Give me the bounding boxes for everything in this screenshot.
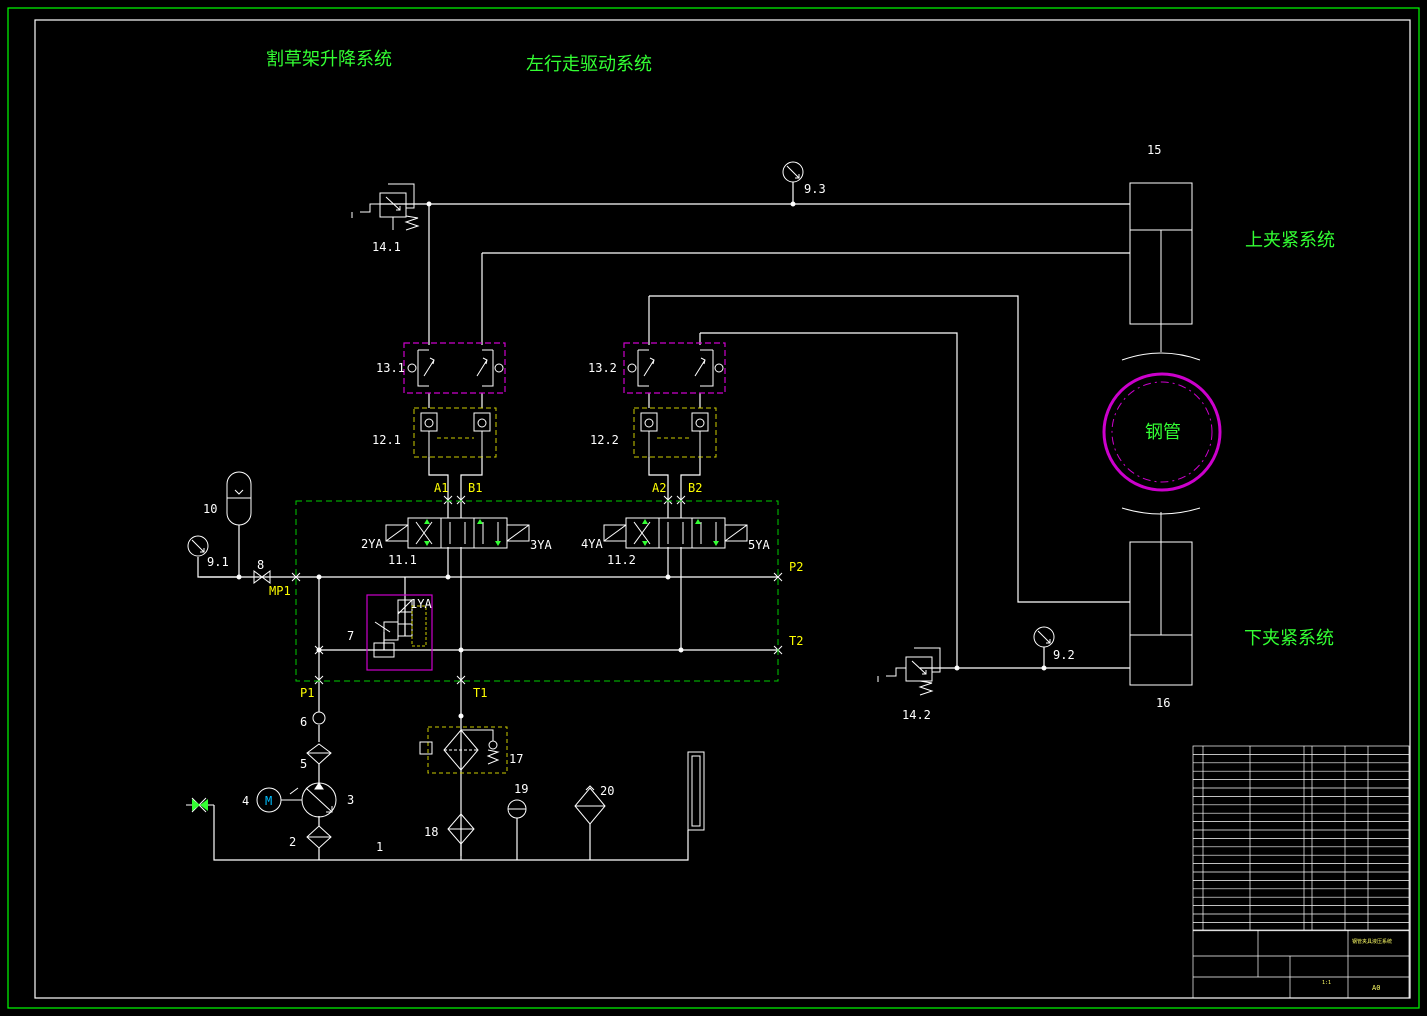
svg-text:T1: T1 (473, 686, 487, 700)
directional-valve-11-1 (385, 517, 530, 549)
cylinder-16 (1129, 512, 1193, 686)
throttle-valve-13-2 (623, 342, 726, 394)
outer-frame (7, 7, 1420, 1009)
sheet-size: A0 (1372, 984, 1380, 992)
throttle-valve-8 (253, 570, 271, 584)
svg-text:12.2: 12.2 (590, 433, 619, 447)
svg-text:P1: P1 (300, 686, 314, 700)
svg-text:13.1: 13.1 (376, 361, 405, 375)
thermometer-19 (507, 799, 527, 819)
valve-block-frame (295, 500, 779, 682)
svg-text:20: 20 (600, 784, 614, 798)
air-filter-20 (574, 785, 606, 825)
svg-text:5: 5 (300, 757, 307, 771)
svg-text:7: 7 (347, 629, 354, 643)
svg-text:8: 8 (257, 558, 264, 572)
pressure-gauge-9-3 (782, 161, 804, 183)
upper-jaw (1121, 352, 1201, 361)
svg-text:14.2: 14.2 (902, 708, 931, 722)
title-block (1192, 745, 1410, 999)
inner-frame (34, 19, 1411, 999)
directional-valve-11-2 (603, 517, 748, 549)
svg-text:11.1: 11.1 (388, 553, 417, 567)
steel-pipe (1102, 372, 1222, 492)
hydraulic-lock-12-1 (413, 407, 497, 458)
svg-text:15: 15 (1147, 143, 1161, 157)
svg-text:17: 17 (509, 752, 523, 766)
drawing-title: 钢管夹具液压系统 (1352, 938, 1392, 945)
svg-text:19: 19 (514, 782, 528, 796)
steel-pipe-label: 钢管 (1145, 422, 1181, 443)
svg-text:12.1: 12.1 (372, 433, 401, 447)
component-labels: 13.1 13.2 12.1 12.2 11.1 11.2 14.1 14.2 … (203, 143, 1170, 854)
svg-text:B2: B2 (688, 481, 702, 495)
svg-text:T2: T2 (789, 634, 803, 648)
pressure-gauge-9-1 (187, 535, 209, 557)
pressure-gauge-9-2 (1033, 626, 1055, 648)
relief-valve-14-1 (351, 183, 420, 231)
svg-text:11.2: 11.2 (607, 553, 636, 567)
svg-text:3YA: 3YA (530, 538, 552, 552)
svg-text:A1: A1 (434, 481, 448, 495)
svg-text:9.2: 9.2 (1053, 648, 1075, 662)
lower-jaw (1121, 507, 1201, 515)
port-crosses (236, 201, 1047, 719)
svg-text:4: 4 (242, 794, 249, 808)
level-gauge (687, 751, 705, 831)
port-labels: A1 B1 A2 B2 P1 T1 P2 T2 MP1 2YA 3YA 4YA … (269, 481, 803, 700)
svg-text:P2: P2 (789, 560, 803, 574)
svg-text:MP1: MP1 (269, 584, 291, 598)
svg-text:1: 1 (376, 840, 383, 854)
title-left-drive: 左行走驱动系统 (526, 54, 652, 75)
throttle-valve-13-1 (403, 342, 506, 394)
filter-18 (447, 813, 475, 845)
svg-text:6: 6 (300, 715, 307, 729)
hydraulic-lines (197, 182, 1130, 861)
solenoid-valve-7 (366, 594, 433, 671)
svg-text:16: 16 (1156, 696, 1170, 710)
motor-label: M (265, 794, 272, 808)
svg-text:9.1: 9.1 (207, 555, 229, 569)
svg-text:5YA: 5YA (748, 538, 770, 552)
svg-text:13.2: 13.2 (588, 361, 617, 375)
ball-valve-icon (192, 799, 208, 811)
svg-text:18: 18 (424, 825, 438, 839)
svg-text:4YA: 4YA (581, 537, 603, 551)
hydraulic-lock-12-2 (633, 407, 717, 458)
svg-text:A2: A2 (652, 481, 666, 495)
svg-text:2: 2 (289, 835, 296, 849)
svg-text:14.1: 14.1 (372, 240, 401, 254)
title-lower-clamp: 下夹紧系统 (1244, 628, 1334, 649)
svg-text:3: 3 (347, 793, 354, 807)
accumulator-10 (226, 471, 252, 526)
svg-text:10: 10 (203, 502, 217, 516)
cylinder-15 (1129, 182, 1193, 352)
svg-text:9.3: 9.3 (804, 182, 826, 196)
title-mower-lift: 割草架升降系统 (266, 49, 392, 70)
title-upper-clamp: 上夹紧系统 (1245, 230, 1335, 251)
pump-group (186, 711, 337, 849)
svg-text:1YA: 1YA (410, 597, 432, 611)
return-filter-17 (419, 726, 508, 774)
scale: 1:1 (1322, 980, 1331, 986)
svg-text:2YA: 2YA (361, 537, 383, 551)
relief-valve-14-2 (877, 647, 941, 696)
svg-text:B1: B1 (468, 481, 482, 495)
